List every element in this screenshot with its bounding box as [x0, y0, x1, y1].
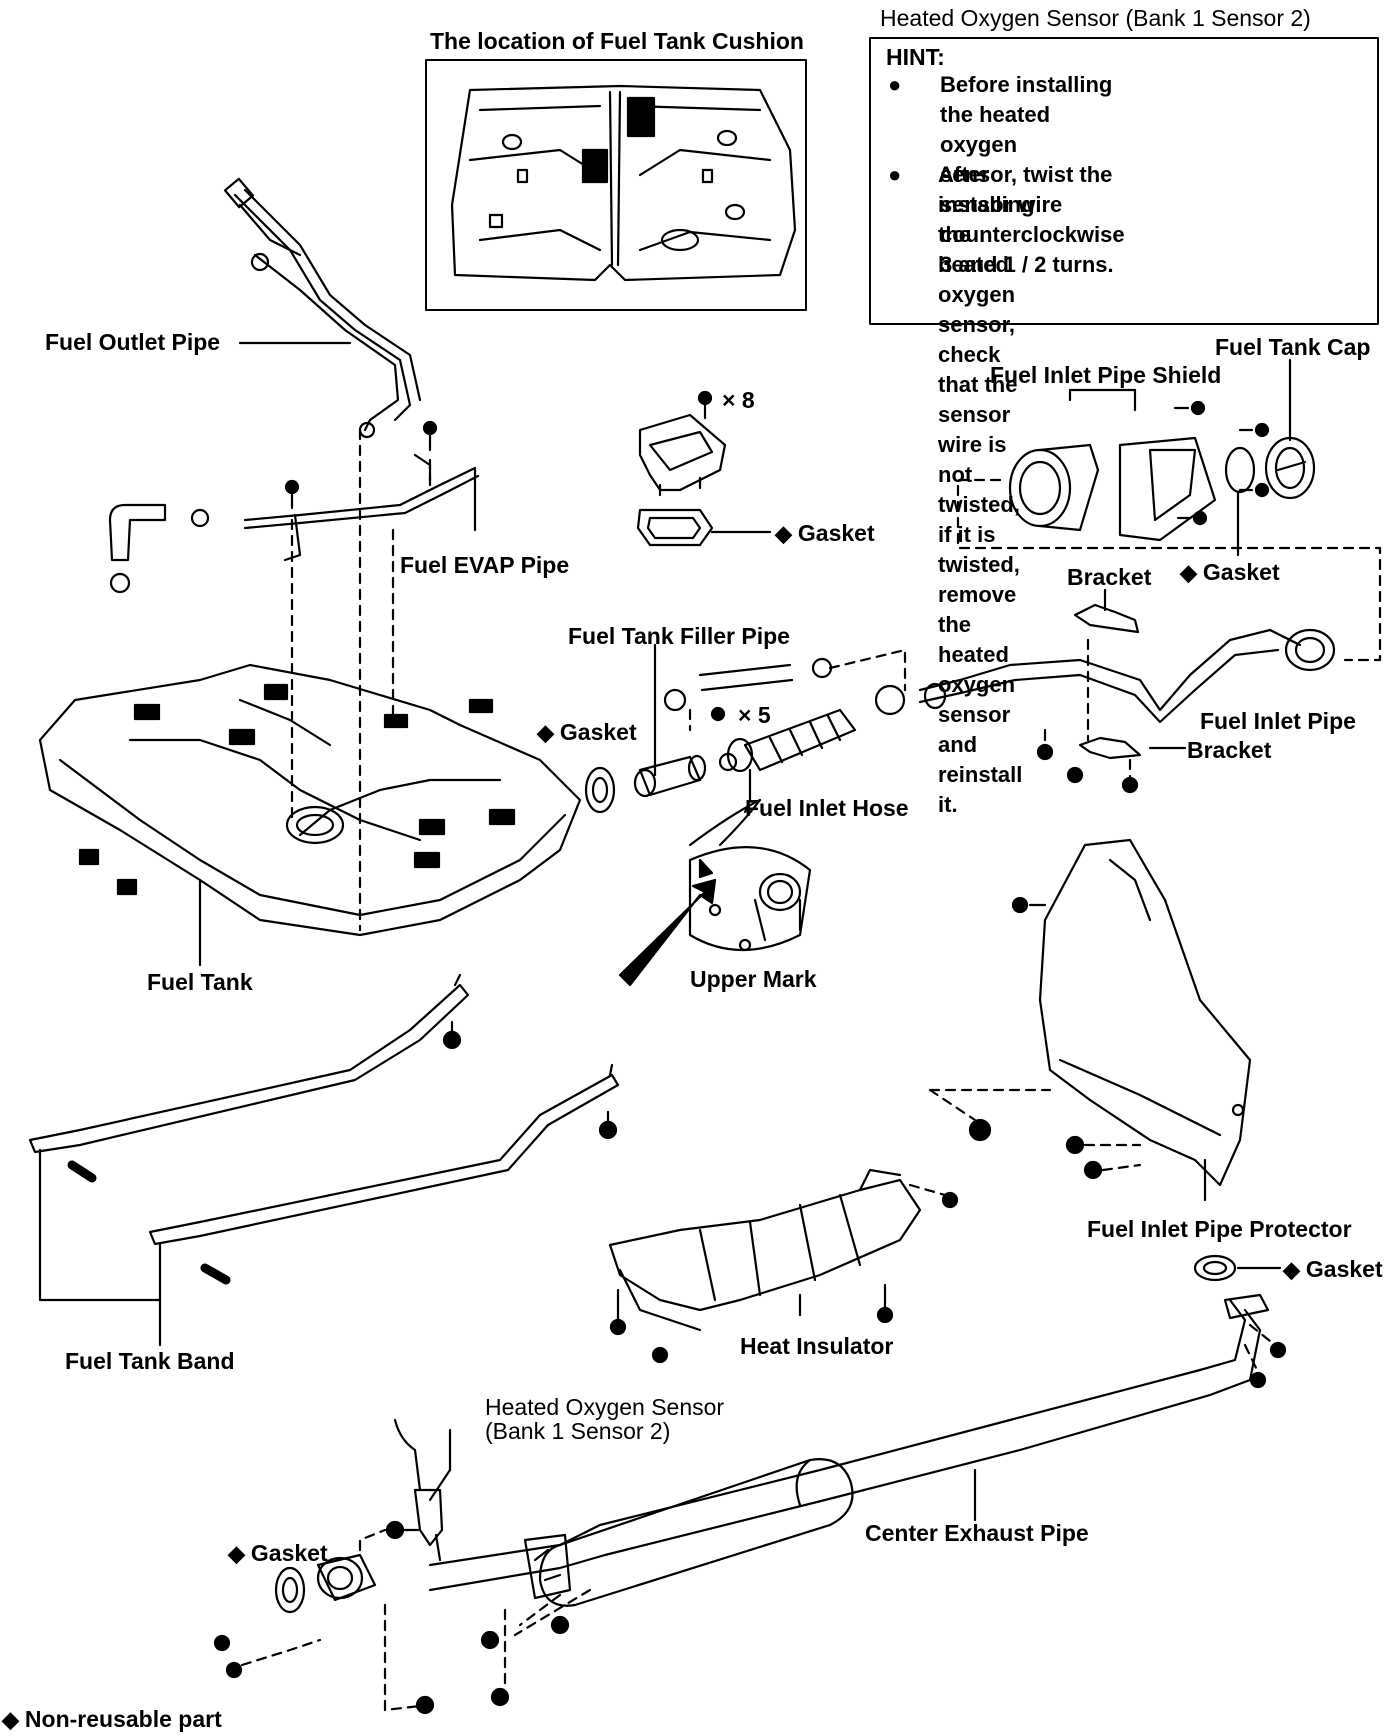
label-fuel-inlet-pipe: Fuel Inlet Pipe: [1200, 708, 1356, 734]
upper-mark-arrow: [618, 878, 717, 987]
heated-oxygen-sensor-drawing: [393, 1418, 444, 1562]
bolt-icon: [490, 1687, 510, 1707]
bolt-icon: [1036, 728, 1054, 761]
label-bracket-lower: Bracket: [1187, 737, 1272, 763]
bolt-icon: [1176, 510, 1208, 526]
leader: [1068, 388, 1137, 412]
bolt-icon: [213, 1634, 231, 1652]
gasket-ring: [1193, 1254, 1237, 1282]
bullet-icon: ●: [888, 72, 902, 97]
bolt-icon: [1065, 1135, 1085, 1155]
center-exhaust-pipe-drawing: [316, 1293, 1270, 1607]
bolt-icon: [941, 1191, 959, 1209]
bracket-dashed: [956, 478, 1382, 662]
label-fuel-tank-filler-pipe: Fuel Tank Filler Pipe: [568, 623, 790, 649]
oxygen-sensor-header: Heated Oxygen Sensor (Bank 1 Sensor 2): [880, 5, 1311, 31]
label-gasket-exhaust-left: Gasket: [228, 1542, 328, 1565]
hint-text-2: After installing the heated oxygen senso…: [938, 162, 1035, 817]
fuel-inlet-pipe-drawing: [918, 628, 1336, 724]
label-gasket-filler: Gasket: [537, 721, 637, 744]
label-fuel-tank-cap: Fuel Tank Cap: [1215, 334, 1371, 360]
bolt-icon: [1238, 482, 1270, 498]
bolt-icon: [598, 1110, 618, 1140]
bolt-icon: [422, 420, 438, 452]
legend-non-reusable: Non-reusable part: [2, 1708, 222, 1731]
label-upper-mark: Upper Mark: [690, 966, 817, 992]
fuel-tank-filler-pipe-drawing: [633, 754, 707, 798]
upper-mark-callout: [718, 798, 762, 847]
hint-text-1: Before installing the heated oxygen sens…: [940, 72, 1125, 277]
label-x8: × 8: [722, 387, 755, 413]
bolt-icon: [284, 479, 300, 510]
label-heated-oxygen-sensor: Heated Oxygen Sensor (Bank 1 Sensor 2): [485, 1394, 725, 1445]
bolt-icon: [1238, 422, 1270, 438]
sender-gauge-drawing: [638, 413, 727, 497]
hint-title: HINT:: [886, 44, 945, 70]
fuel-outlet-pipe-drawing: [223, 177, 422, 439]
cushion-tank-outline: [450, 84, 797, 282]
bolt-icon: [876, 1283, 894, 1324]
label-heat-insulator: Heat Insulator: [740, 1333, 894, 1359]
gasket-ring: [636, 508, 714, 547]
bolt-icon: [1011, 896, 1047, 914]
bolt-icon: [968, 1118, 992, 1142]
upper-mark-drawing: [688, 846, 812, 952]
leader: [38, 1148, 162, 1302]
label-fuel-tank-band: Fuel Tank Band: [65, 1348, 235, 1374]
bullet-icon: ●: [888, 162, 902, 187]
bolt-icon: [1249, 1371, 1267, 1389]
label-fuel-inlet-pipe-protector: Fuel Inlet Pipe Protector: [1087, 1216, 1352, 1242]
bolt-icon: [442, 1020, 462, 1050]
filler-hose-tube: [663, 657, 906, 716]
fuel-inlet-hose-drawing: [718, 708, 857, 773]
label-gasket-sender: Gasket: [775, 522, 875, 545]
bolt-icon: [415, 1695, 435, 1715]
fuel-inlet-pipe-protector-drawing: [1038, 838, 1252, 1187]
band-pin: [200, 1263, 231, 1285]
fuel-evap-pipe-drawing: [243, 453, 480, 562]
leader: [428, 1428, 452, 1502]
fuel-tank-drawing: [38, 663, 582, 937]
label-gasket-exhaust-right: Gasket: [1283, 1258, 1383, 1281]
gasket-ring: [584, 766, 616, 814]
fuel-tank-band-drawing: [28, 973, 620, 1246]
fuel-inlet-pipe-shield-drawing: [1008, 436, 1316, 542]
evap-hose: [108, 503, 210, 594]
bolt-icon: [225, 1661, 243, 1679]
bolt-icon: [651, 1346, 669, 1364]
band-pin: [67, 1160, 97, 1183]
cushion-title: The location of Fuel Tank Cushion: [430, 28, 804, 54]
bolt-icon: [710, 706, 726, 722]
label-bracket-upper: Bracket: [1067, 564, 1152, 590]
bolt-icon: [1066, 766, 1084, 784]
bolt-icon: [697, 390, 713, 420]
gasket-ring: [274, 1566, 306, 1614]
label-gasket-shield: Gasket: [1180, 561, 1280, 584]
bolt-icon: [385, 1520, 420, 1540]
bolt-icon: [1269, 1341, 1287, 1359]
cushion-inset-box: [425, 59, 807, 311]
heat-insulator-drawing: [608, 1168, 922, 1332]
bolt-icon: [1173, 400, 1206, 416]
label-center-exhaust-pipe: Center Exhaust Pipe: [865, 1520, 1089, 1546]
label-x5: × 5: [738, 702, 771, 728]
bracket-drawing: [1073, 603, 1142, 760]
label-fuel-inlet-pipe-shield: Fuel Inlet Pipe Shield: [990, 362, 1222, 388]
alignment-lines: [290, 428, 432, 932]
cushion-marker: [581, 148, 609, 184]
label-fuel-inlet-hose: Fuel Inlet Hose: [745, 795, 909, 821]
hint-box: HINT: ● Before installing the heated oxy…: [870, 38, 1376, 817]
label-fuel-evap-pipe: Fuel EVAP Pipe: [400, 552, 570, 578]
label-fuel-tank: Fuel Tank: [147, 969, 253, 995]
cushion-marker: [626, 96, 656, 138]
hint-box: [869, 37, 1379, 325]
bolt-icon: [480, 1630, 500, 1650]
bolt-icon: [550, 1615, 570, 1635]
upper-mark-triangle: [698, 858, 714, 879]
upper-mark-callout: [688, 798, 762, 847]
label-fuel-outlet-pipe: Fuel Outlet Pipe: [45, 329, 221, 355]
bolt-icon: [1083, 1160, 1103, 1180]
bolt-icon: [609, 1288, 627, 1336]
